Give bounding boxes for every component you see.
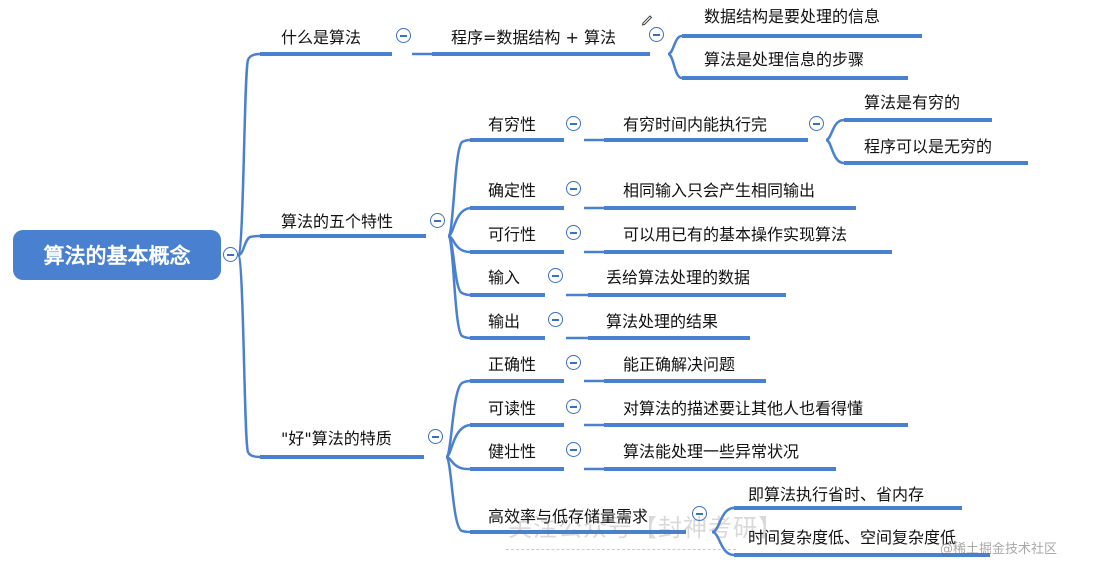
node-robustness[interactable]: 健壮性 xyxy=(488,442,537,461)
collapse-toggle-readability[interactable] xyxy=(566,399,581,414)
node-determinism-desc[interactable]: 相同输入只会产生相同输出 xyxy=(623,181,816,200)
watermark: 关注公众号【封神考研】 xyxy=(508,514,783,542)
node-feasibility[interactable]: 可行性 xyxy=(488,225,537,244)
node-efficiency[interactable]: 高效率与低存储量需求 xyxy=(488,507,649,526)
node-robustness-desc[interactable]: 算法能处理一些异常状况 xyxy=(623,442,800,461)
node-correctness-desc[interactable]: 能正确解决问题 xyxy=(623,355,736,374)
node-determinism[interactable]: 确定性 xyxy=(488,181,537,200)
node-finiteness-desc[interactable]: 有穷时间内能执行完 xyxy=(623,115,768,134)
node-finiteness[interactable]: 有穷性 xyxy=(488,115,537,134)
collapse-toggle-five[interactable] xyxy=(430,213,445,228)
collapse-toggle-what[interactable] xyxy=(396,28,411,43)
collapse-toggle-determinism[interactable] xyxy=(566,181,581,196)
watermark-divider xyxy=(506,549,736,550)
node-algorithm-steps[interactable]: 算法是处理信息的步骤 xyxy=(704,50,865,69)
node-good-algorithm[interactable]: "好"算法的特质 xyxy=(281,429,392,448)
collapse-toggle-correctness[interactable] xyxy=(566,355,581,370)
node-data-structure[interactable]: 数据结构是要处理的信息 xyxy=(704,7,881,26)
node-five-properties[interactable]: 算法的五个特性 xyxy=(281,212,394,231)
node-correctness[interactable]: 正确性 xyxy=(488,355,537,374)
node-input[interactable]: 输入 xyxy=(488,268,521,287)
node-output-desc[interactable]: 算法处理的结果 xyxy=(606,312,719,331)
node-program-infinite[interactable]: 程序可以是无穷的 xyxy=(864,137,993,156)
collapse-toggle-efficiency[interactable] xyxy=(692,506,707,521)
node-readability[interactable]: 可读性 xyxy=(488,399,537,418)
collapse-toggle-good[interactable] xyxy=(428,429,443,444)
collapse-toggle-program[interactable] xyxy=(649,27,664,42)
node-input-desc[interactable]: 丢给算法处理的数据 xyxy=(606,268,751,287)
node-efficiency-b[interactable]: 时间复杂度低、空间复杂度低 xyxy=(748,528,957,547)
node-readability-desc[interactable]: 对算法的描述要让其他人也看得懂 xyxy=(623,399,864,418)
collapse-toggle-finiteness[interactable] xyxy=(566,116,581,131)
node-feasibility-desc[interactable]: 可以用已有的基本操作实现算法 xyxy=(623,225,848,244)
root-node[interactable]: 算法的基本概念 xyxy=(13,230,221,280)
node-output[interactable]: 输出 xyxy=(488,312,521,331)
collapse-toggle-feasibility[interactable] xyxy=(566,225,581,240)
pencil-icon[interactable] xyxy=(640,12,654,26)
collapse-toggle-output[interactable] xyxy=(548,312,563,327)
node-program-equation[interactable]: 程序=数据结构 + 算法 xyxy=(451,28,616,47)
credit-watermark: @稀土掘金技术社区 xyxy=(940,542,1058,557)
collapse-toggle-robustness[interactable] xyxy=(566,442,581,457)
collapse-toggle-input[interactable] xyxy=(548,268,563,283)
node-what-is-algorithm[interactable]: 什么是算法 xyxy=(281,28,362,47)
collapse-toggle-root[interactable] xyxy=(223,247,238,262)
collapse-toggle-finiteness-desc[interactable] xyxy=(809,116,824,131)
node-efficiency-a[interactable]: 即算法执行省时、省内存 xyxy=(748,485,925,504)
node-algorithm-finite[interactable]: 算法是有穷的 xyxy=(864,93,961,112)
